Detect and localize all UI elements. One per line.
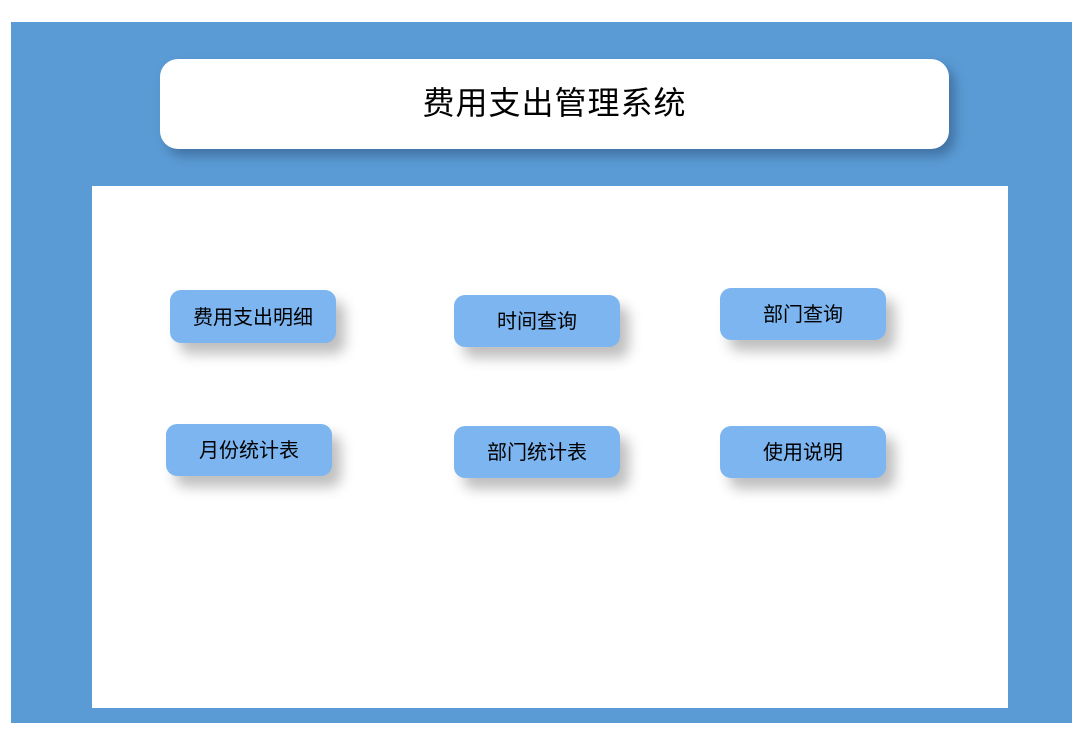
menu-button-monthly-statistics[interactable]: 月份统计表 xyxy=(166,424,332,476)
content-panel: 费用支出明细 时间查询 部门查询 月份统计表 部门统计表 使用说明 xyxy=(92,186,1008,708)
menu-button-department-statistics[interactable]: 部门统计表 xyxy=(454,426,620,478)
page-title: 费用支出管理系统 xyxy=(422,84,687,123)
background-panel: 费用支出管理系统 费用支出明细 时间查询 部门查询 月份统计表 部门统计表 使用… xyxy=(11,22,1072,723)
menu-button-instructions[interactable]: 使用说明 xyxy=(720,426,886,478)
menu-button-expense-detail[interactable]: 费用支出明细 xyxy=(170,290,336,343)
menu-button-grid: 费用支出明细 时间查询 部门查询 月份统计表 部门统计表 使用说明 xyxy=(92,186,1008,708)
menu-button-time-query[interactable]: 时间查询 xyxy=(454,295,620,347)
title-card: 费用支出管理系统 xyxy=(160,59,949,149)
menu-button-department-query[interactable]: 部门查询 xyxy=(720,288,886,340)
